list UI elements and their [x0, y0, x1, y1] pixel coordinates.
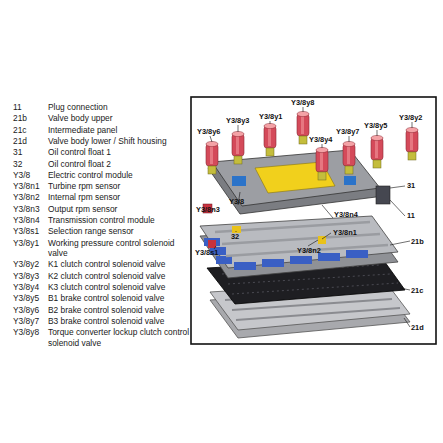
solenoid-valves: [206, 111, 418, 180]
legend-code: Y3/8n1: [13, 181, 40, 191]
callout-label: 21b: [411, 237, 424, 247]
callout-label: 21d: [411, 323, 424, 333]
upper-valve-body: [200, 216, 398, 278]
callout-label: Y3/8y1: [259, 112, 282, 122]
legend-code: Y3/8s1: [13, 226, 39, 236]
callout-label: 11: [407, 211, 415, 221]
legend-description: Internal rpm sensor: [48, 192, 190, 202]
legend-code: Y3/8y3: [13, 271, 39, 281]
legend-description: Intermediate panel: [48, 125, 190, 135]
legend-code: Y3/8n4: [13, 215, 40, 225]
legend-description: K1 clutch control solenoid valve: [48, 259, 190, 269]
legend-description: Plug connection: [48, 102, 190, 112]
callout-label: Y3/8y5: [364, 121, 387, 131]
callout-label: 32: [231, 232, 239, 242]
legend-code: 32: [13, 159, 22, 169]
callout-label: Y3/8: [229, 197, 244, 207]
callout-label: Y3/8n1: [333, 228, 357, 238]
legend-code: 21d: [13, 136, 27, 146]
legend-description: Oil control float 1: [48, 147, 190, 157]
callout-label: Y3/8y4: [309, 135, 332, 145]
legend-description: B3 brake control solenoid valve: [48, 316, 190, 326]
callout-label: Y3/8y2: [399, 113, 422, 123]
legend-code: Y3/8y6: [13, 305, 39, 315]
callout-label: Y3/8y7: [336, 127, 359, 137]
legend-description: Output rpm sensor: [48, 204, 190, 214]
legend-description: K3 clutch control solenoid valve: [48, 282, 190, 292]
callout-label: Y3/8s1: [195, 248, 218, 258]
legend-code: Y3/8y5: [13, 293, 39, 303]
electric-control-module: [203, 150, 390, 248]
legend-description: Oil control float 2: [48, 159, 190, 169]
legend-code: Y3/8y8: [13, 327, 39, 337]
callout-label: Y3/8n3: [196, 205, 220, 215]
legend-description: Transmission control module: [48, 215, 190, 225]
legend-description: Torque converter lockup clutch control s…: [48, 327, 190, 348]
legend-code: Y3/8y7: [13, 316, 39, 326]
legend-description: Selection range sensor: [48, 226, 190, 236]
legend-code: Y3/8y4: [13, 282, 39, 292]
legend-description: B1 brake control solenoid valve: [48, 293, 190, 303]
legend-code: 21b: [13, 113, 27, 123]
callout-label: Y3/8y3: [226, 116, 249, 126]
legend-description: Turbine rpm sensor: [48, 181, 190, 191]
legend-description: Valve body lower / Shift housing: [48, 136, 190, 146]
legend-description: Working pressure control solenoid valve: [48, 238, 190, 259]
legend-code: 31: [13, 147, 22, 157]
legend-description: K2 clutch control solenoid valve: [48, 271, 190, 281]
legend-code: 11: [13, 102, 22, 112]
callout-label: Y3/8y8: [291, 98, 314, 108]
legend-code: Y3/8n2: [13, 192, 40, 202]
callout-label: 31: [407, 181, 415, 191]
callout-label: 21c: [411, 286, 423, 296]
legend-code: Y3/8n3: [13, 204, 40, 214]
legend-code: Y3/8y2: [13, 259, 39, 269]
legend-code: 21c: [13, 125, 27, 135]
legend-description: Valve body upper: [48, 113, 190, 123]
legend-description: B2 brake control solenoid valve: [48, 305, 190, 315]
callout-label: Y3/8n2: [297, 246, 321, 256]
callout-label: Y3/8y6: [197, 127, 220, 137]
callout-label: Y3/8n4: [334, 210, 358, 220]
legend-code: Y3/8y1: [13, 238, 39, 248]
legend-code: Y3/8: [13, 170, 30, 180]
leader-lines: [210, 107, 412, 327]
figure-frame: [191, 97, 436, 344]
legend-description: Electric control module: [48, 170, 190, 180]
